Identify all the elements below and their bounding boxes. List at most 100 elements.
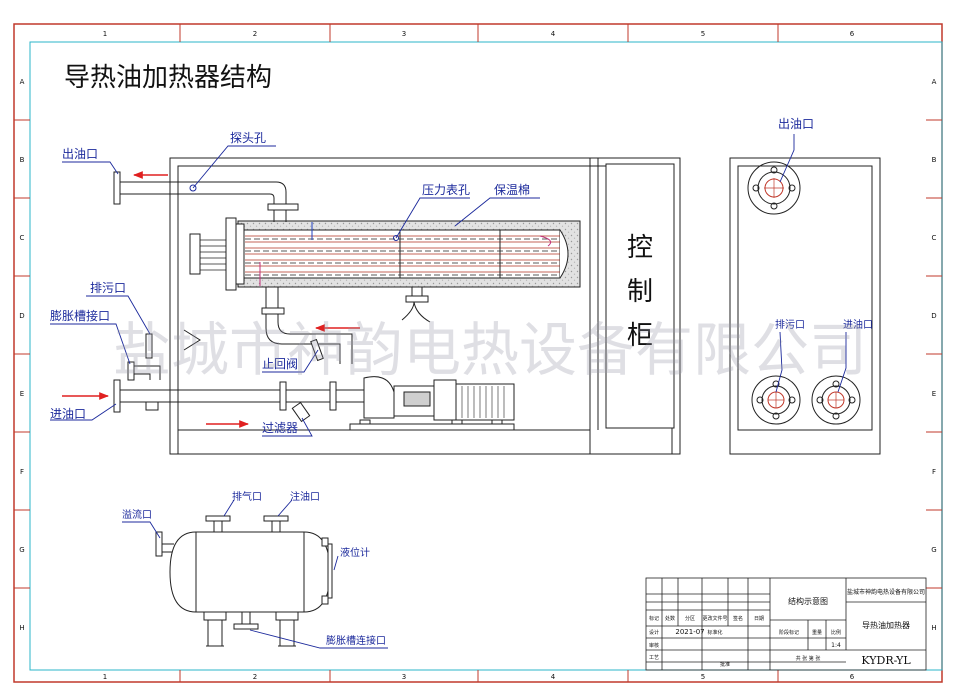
column-label: 4 [551, 30, 556, 38]
title-block [645, 577, 927, 671]
title-scale-label: 比例 [831, 629, 841, 636]
drain-port [145, 333, 153, 359]
column-label: 6 [850, 30, 855, 38]
control-cabinet-label-1: 控 [627, 233, 653, 263]
column-label: 6 [850, 673, 855, 681]
expansion-tank-port [127, 361, 135, 381]
label-pressure-gauge-hole: 压力表孔 [422, 183, 470, 197]
title-header-mark: 标记 [649, 615, 659, 622]
row-label: E [20, 390, 24, 398]
column-label: 1 [103, 673, 107, 681]
tank-label-expansion-connection: 膨胀槽连接口 [326, 634, 386, 647]
title-review: 审核 [649, 642, 659, 649]
tank-label-overflow: 溢流口 [122, 508, 152, 521]
side-outlet-flange [747, 161, 801, 215]
tank-label-fill: 注油口 [290, 490, 320, 503]
row-label: B [20, 156, 25, 164]
title-header-count: 处数 [665, 615, 675, 622]
title-standardize: 标准化 [707, 629, 722, 636]
outlet-pipe [120, 181, 287, 222]
row-label: G [19, 546, 24, 554]
label-drain: 排污口 [90, 281, 126, 295]
heating-tubes [245, 235, 560, 273]
row-label: C [932, 234, 937, 242]
circulation-pump [349, 376, 515, 431]
row-label: C [20, 234, 25, 242]
label-insulation: 保温棉 [494, 183, 530, 197]
title-drawing-name: 结构示意图 [788, 596, 828, 606]
title-approve: 批准 [720, 661, 730, 668]
label-filter: 过滤器 [262, 421, 298, 435]
label-probe-hole: 探头孔 [230, 131, 266, 145]
row-label: F [932, 468, 936, 476]
column-label: 4 [551, 673, 556, 681]
expansion-tank-view [155, 515, 333, 647]
row-label: B [932, 156, 937, 164]
pump-motor [455, 383, 515, 421]
probe-hole-marker [189, 184, 197, 192]
title-process: 工艺 [649, 655, 659, 661]
side-label-drain: 排污口 [775, 318, 805, 331]
side-drain-flange [751, 375, 801, 425]
row-label: F [20, 468, 24, 476]
column-label: 2 [253, 30, 257, 38]
overflow-port [155, 531, 163, 557]
row-label: H [931, 624, 936, 632]
column-label: 1 [103, 30, 107, 38]
filter-body [291, 401, 311, 423]
level-gauge [327, 543, 333, 599]
control-cabinet-label-3: 柜 [627, 321, 653, 351]
column-label: 3 [402, 673, 406, 681]
fill-nozzle [263, 515, 289, 522]
control-cabinet [605, 163, 675, 429]
inlet-flange [113, 379, 121, 413]
head-flange [225, 217, 237, 291]
flow-arrows [62, 171, 360, 428]
column-label: 5 [701, 673, 705, 681]
title-company: 盐城市神韵电热设备有限公司 [847, 588, 925, 596]
side-label-outlet: 出油口 [778, 117, 814, 131]
row-label: A [932, 78, 937, 86]
vent-nozzle [205, 515, 231, 522]
side-label-inlet: 进油口 [843, 318, 873, 331]
label-inlet: 进油口 [50, 407, 86, 421]
title-design-label: 设计 [649, 629, 659, 636]
company-watermark: 盐城市神韵电热设备有限公司 [113, 316, 867, 384]
tank-body [169, 531, 331, 613]
main-heater-view [113, 157, 681, 455]
label-expansion-tank-port: 膨胀槽接口 [50, 308, 110, 323]
title-product: 导热油加热器 [862, 620, 910, 630]
expansion-connection-nozzle [233, 623, 259, 630]
label-check-valve: 止回阀 [262, 357, 298, 371]
title-weight: 重量 [812, 629, 822, 636]
leader-lines [50, 145, 540, 437]
title-stage-mark: 阶段标记 [779, 629, 799, 636]
title-header-change: 更改文件号 [702, 615, 727, 622]
tank-label-vent: 排气口 [232, 490, 262, 503]
title-header-date: 日期 [754, 616, 764, 622]
side-frame [729, 157, 881, 455]
control-cabinet-label-2: 制 [627, 277, 653, 307]
column-label: 2 [253, 673, 257, 681]
row-label: H [19, 624, 24, 632]
pressure-gauge-hole [393, 235, 399, 241]
check-valve [310, 338, 324, 362]
side-inlet-flange [811, 375, 861, 425]
label-outlet: 出油口 [62, 147, 98, 161]
drawing-title: 导热油加热器结构 [64, 63, 272, 93]
tank-label-level-gauge: 液位计 [340, 546, 370, 559]
row-label: G [931, 546, 936, 554]
column-label: 5 [701, 30, 705, 38]
row-label: D [931, 312, 936, 320]
title-scale: 1:4 [831, 642, 841, 649]
outlet-flange [113, 171, 121, 205]
row-label: A [20, 78, 25, 86]
row-label: D [19, 312, 24, 320]
title-header-sign: 签名 [733, 615, 743, 622]
junction-box [189, 233, 201, 275]
title-header-zone: 分区 [685, 615, 695, 622]
drawing-frame: 1 2 3 4 5 6 1 2 3 4 5 6 A B C D E F G H … [13, 23, 943, 683]
title-sheets: 共 张 第 张 [796, 655, 821, 662]
